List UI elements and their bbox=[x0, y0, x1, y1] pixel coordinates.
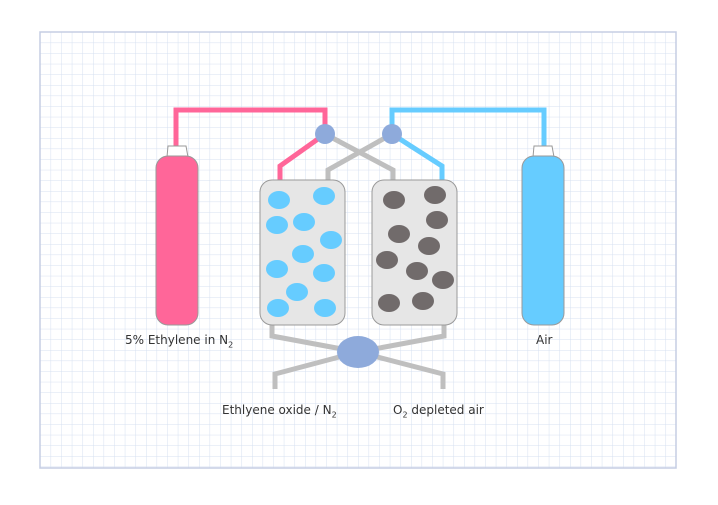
grey-pipe-cross-left bbox=[323, 131, 396, 181]
catalyst-pellet-blue bbox=[292, 245, 314, 263]
catalyst-pellet-dark bbox=[412, 292, 434, 310]
catalyst-pellet-blue bbox=[314, 299, 336, 317]
pink-pipe bbox=[173, 107, 328, 181]
catalyst-pellet-dark bbox=[426, 211, 448, 229]
catalyst-pellet-dark bbox=[432, 271, 454, 289]
label-text: depleted air bbox=[407, 403, 484, 417]
label-subscript: 2 bbox=[228, 340, 234, 350]
right-valve bbox=[382, 124, 402, 144]
catalyst-pellet-blue bbox=[313, 264, 335, 282]
label-subscript: 2 bbox=[331, 410, 337, 420]
catalyst-pellet-dark bbox=[418, 237, 440, 255]
catalyst-pellet-blue bbox=[268, 191, 290, 209]
label-air-source: Air bbox=[536, 333, 553, 347]
outlet-pipe-left bbox=[272, 349, 359, 389]
air-cylinder-cap bbox=[532, 145, 555, 158]
bottom-pipe-right-in bbox=[357, 323, 447, 355]
label-text: O bbox=[393, 403, 403, 417]
catalyst-pellet-blue bbox=[267, 299, 289, 317]
air-cylinder bbox=[521, 155, 565, 326]
label-outlet-left: Ethlyene oxide / N2 bbox=[222, 403, 337, 419]
bottom-valve bbox=[337, 336, 379, 368]
left-valve bbox=[315, 124, 335, 144]
blue-pipe bbox=[389, 107, 547, 181]
catalyst-pellet-blue bbox=[286, 283, 308, 301]
label-ethylene-source: 5% Ethylene in N2 bbox=[125, 333, 233, 349]
catalyst-pellet-dark bbox=[378, 294, 400, 312]
bottom-pipe-left-in bbox=[269, 323, 359, 355]
label-outlet-right: O2 depleted air bbox=[393, 403, 484, 419]
catalyst-pellet-blue bbox=[266, 216, 288, 234]
catalyst-pellet-dark bbox=[376, 251, 398, 269]
catalyst-pellet-dark bbox=[424, 186, 446, 204]
label-text: Ethlyene oxide / N bbox=[222, 403, 332, 417]
catalyst-pellet-dark bbox=[383, 191, 405, 209]
ethylene-cylinder bbox=[155, 155, 199, 326]
catalyst-pellet-dark bbox=[406, 262, 428, 280]
catalyst-pellet-blue bbox=[266, 260, 288, 278]
catalyst-pellet-blue bbox=[320, 231, 342, 249]
grid-background bbox=[39, 31, 677, 469]
label-subscript: 2 bbox=[402, 410, 408, 420]
catalyst-pellet-dark bbox=[388, 225, 410, 243]
label-text: 5% Ethylene in N bbox=[125, 333, 229, 347]
catalyst-pellet-blue bbox=[313, 187, 335, 205]
grey-pipe-cross-right bbox=[325, 131, 394, 181]
outlet-pipe-right bbox=[357, 349, 446, 389]
catalyst-pellet-blue bbox=[293, 213, 315, 231]
ethylene-cylinder-cap bbox=[166, 145, 189, 158]
